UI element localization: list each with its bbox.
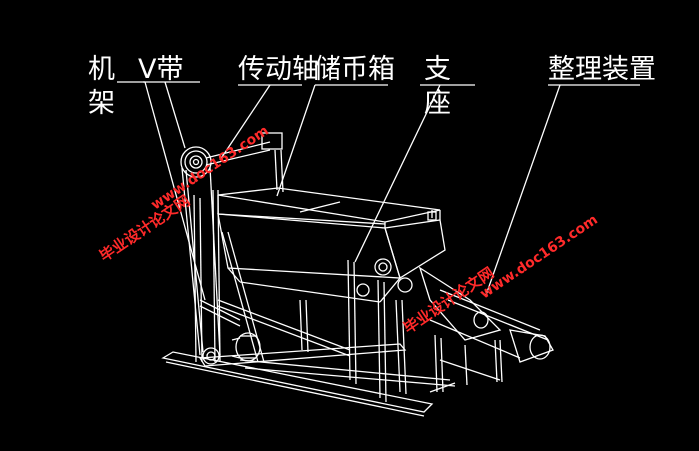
label-frame-top: 机 (88, 54, 115, 85)
label-coin-box: 储币箱 (314, 54, 395, 85)
leader-lines (117, 81, 640, 301)
watermark-brand-left: 毕业设计论文网 (96, 192, 193, 266)
watermark-right: www.doc163.com (477, 212, 601, 303)
watermark-left-brand-group: 毕业设计论文网 (96, 192, 193, 266)
label-sorting-device: 整理装置 (548, 54, 656, 85)
label-frame-bottom: 架 (88, 88, 115, 119)
support-legs (299, 259, 407, 403)
coin-storage-box (217, 187, 446, 303)
watermark-left: www.doc163.com (148, 123, 272, 214)
watermark-right-brand-group: 毕业设计论文网 (400, 264, 497, 338)
watermark-brand-right: 毕业设计论文网 (400, 264, 497, 338)
label-support-bottom: 座 (424, 88, 451, 119)
label-drive-shaft: 传动轴 (238, 54, 319, 85)
watermark-site-right: www.doc163.com (477, 212, 601, 303)
label-support-top: 支 (424, 54, 451, 85)
watermark-site-left: www.doc163.com (148, 123, 272, 214)
sorting-device (356, 258, 554, 393)
motor (231, 332, 261, 362)
machine-frame (193, 189, 351, 363)
label-v-belt: V带 (138, 54, 183, 85)
